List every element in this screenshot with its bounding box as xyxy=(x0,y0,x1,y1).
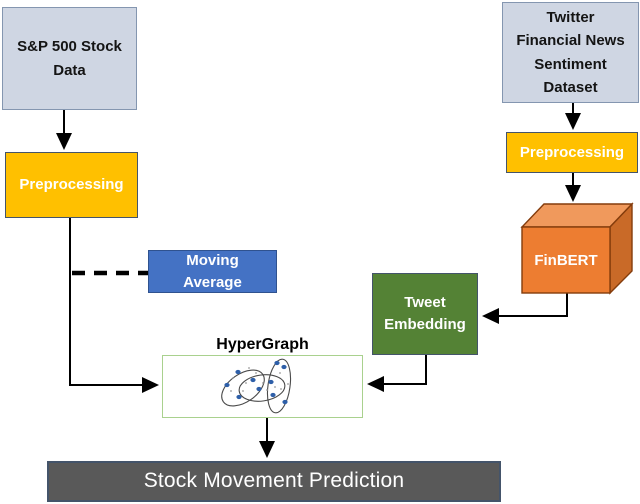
hypergraph-small-mark xyxy=(242,390,244,392)
hypergraph-node-dot xyxy=(281,364,287,370)
prediction-label: Stock Movement Prediction xyxy=(143,469,405,493)
moving-average-box: Moving Average xyxy=(148,250,277,293)
hypergraph-small-mark xyxy=(232,377,234,379)
twitter-dataset-box: Twitter Financial News Sentiment Dataset xyxy=(502,2,639,103)
hypergraph-small-mark xyxy=(245,382,247,384)
finbert-label: FinBERT xyxy=(534,251,598,269)
hypergraph-node-dot xyxy=(236,394,242,400)
hyperedge-ellipse xyxy=(266,358,292,414)
hypergraph-node-dot xyxy=(268,379,274,385)
sp500-stock-data-box: S&P 500 Stock Data xyxy=(2,7,137,110)
twitter-label-line4: Dataset xyxy=(543,78,598,96)
preprocessing-right-label: Preprocessing xyxy=(519,143,625,161)
tweet-embedding-box: Tweet Embedding xyxy=(372,273,478,355)
hyperedge-ellipse xyxy=(221,369,265,407)
finbert-cube-front-face xyxy=(521,226,611,294)
hypergraph-small-mark xyxy=(274,386,276,388)
hypergraph-small-mark xyxy=(248,367,250,369)
tweet-embedding-label-line2: Embedding xyxy=(384,316,466,333)
stock-movement-prediction-box: Stock Movement Prediction xyxy=(47,461,501,502)
sp500-label-line1: S&P 500 Stock xyxy=(17,38,122,56)
sp500-label-line2: Data xyxy=(53,61,86,79)
hypergraph-box xyxy=(162,355,363,418)
hypergraph-node-dot xyxy=(250,377,256,383)
moving-average-label-line1: Moving xyxy=(186,251,239,269)
arrow-preprocessing-to-hypergraph xyxy=(69,218,159,393)
tweet-embedding-label-line1: Tweet xyxy=(404,294,446,312)
hypergraph-node-dot xyxy=(235,369,241,375)
hypergraph-node-dot xyxy=(270,392,276,398)
preprocessing-left-label: Preprocessing xyxy=(19,176,124,194)
twitter-label-line3: Sentiment xyxy=(534,55,607,73)
arrow-finbert-to-tweet-embedding xyxy=(482,293,568,324)
hyperedge-ellipse xyxy=(238,374,286,402)
hypergraph-node-dot xyxy=(224,382,230,388)
hypergraph-small-mark xyxy=(255,372,257,374)
hypergraph-small-mark xyxy=(279,372,281,374)
preprocessing-left-box: Preprocessing xyxy=(5,152,138,218)
twitter-label-line1: Twitter xyxy=(546,9,595,26)
twitter-label-line2: Financial News xyxy=(516,32,625,50)
arrow-tweet-embedding-to-hypergraph xyxy=(367,355,427,392)
hypergraph-title: HyperGraph xyxy=(216,336,309,353)
hypergraph-small-mark xyxy=(262,382,264,384)
hypergraph-drawing xyxy=(221,358,292,414)
hypergraph-small-mark xyxy=(280,388,282,390)
hypergraph-small-mark xyxy=(230,390,232,392)
moving-average-label-line2: Average xyxy=(183,273,242,291)
hypergraph-node-dot xyxy=(274,360,280,366)
hypergraph-small-mark xyxy=(266,389,268,391)
finbert-cube xyxy=(520,202,634,295)
hypergraph-small-mark xyxy=(287,383,289,385)
preprocessing-right-box: Preprocessing xyxy=(506,132,638,173)
hypergraph-node-dot xyxy=(282,399,288,405)
hypergraph-node-dot xyxy=(256,386,262,392)
